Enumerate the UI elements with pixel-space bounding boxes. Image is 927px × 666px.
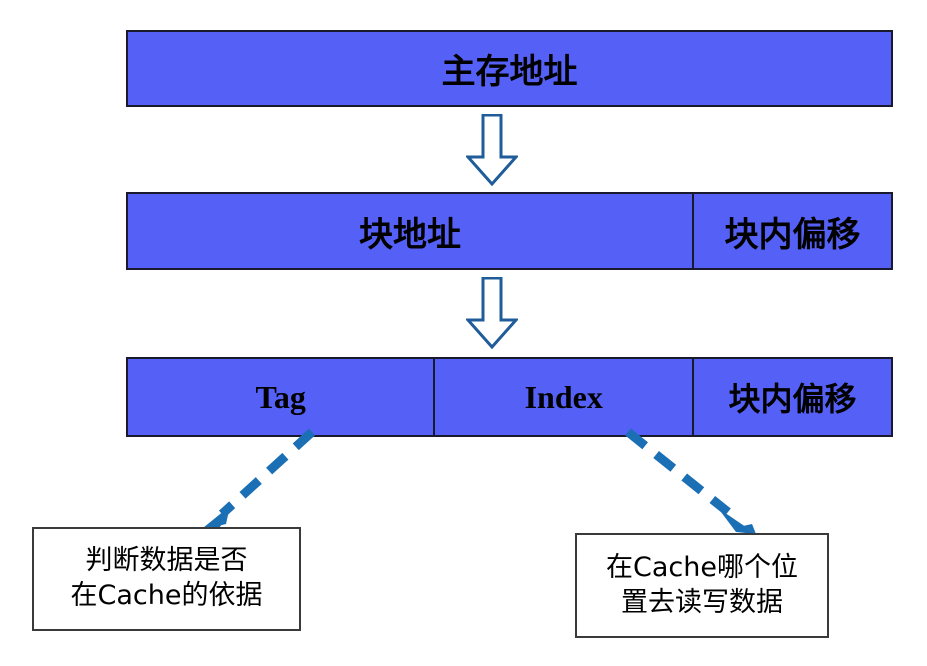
segment-tag: Tag (128, 359, 433, 435)
segment-main-memory-address: 主存地址 (128, 32, 891, 105)
bar-cache-fields: Tag Index 块内偏移 (126, 357, 893, 437)
segment-block-address: 块地址 (128, 194, 692, 268)
callout-index-purpose: 在Cache哪个位 置去读写数据 (575, 533, 829, 638)
callout-line: 在Cache哪个位 (606, 551, 798, 583)
block-arrow-down-icon (464, 113, 520, 187)
bar-block-split: 块地址 块内偏移 (126, 192, 893, 270)
segment-label: 主存地址 (441, 54, 578, 91)
segment-block-offset: 块内偏移 (692, 194, 891, 268)
segment-label: Tag (255, 378, 306, 415)
callout-line: 判断数据是否 (85, 545, 248, 577)
segment-label: Index (524, 378, 603, 415)
connector-tag-arrow-icon (160, 428, 330, 538)
block-arrow-down-icon (464, 276, 520, 350)
segment-index: Index (433, 359, 692, 435)
segment-label: 块内偏移 (728, 381, 857, 417)
segment-label: 块内偏移 (724, 216, 861, 254)
callout-tag-purpose: 判断数据是否 在Cache的依据 (32, 527, 301, 631)
callout-line: 在Cache的依据 (70, 580, 263, 611)
connector-index-arrow-icon (600, 428, 780, 540)
segment-label: 块地址 (359, 216, 462, 254)
segment-block-offset: 块内偏移 (692, 359, 891, 435)
bar-main-memory-address: 主存地址 (126, 30, 893, 107)
callout-line: 置去读写数据 (621, 586, 783, 618)
